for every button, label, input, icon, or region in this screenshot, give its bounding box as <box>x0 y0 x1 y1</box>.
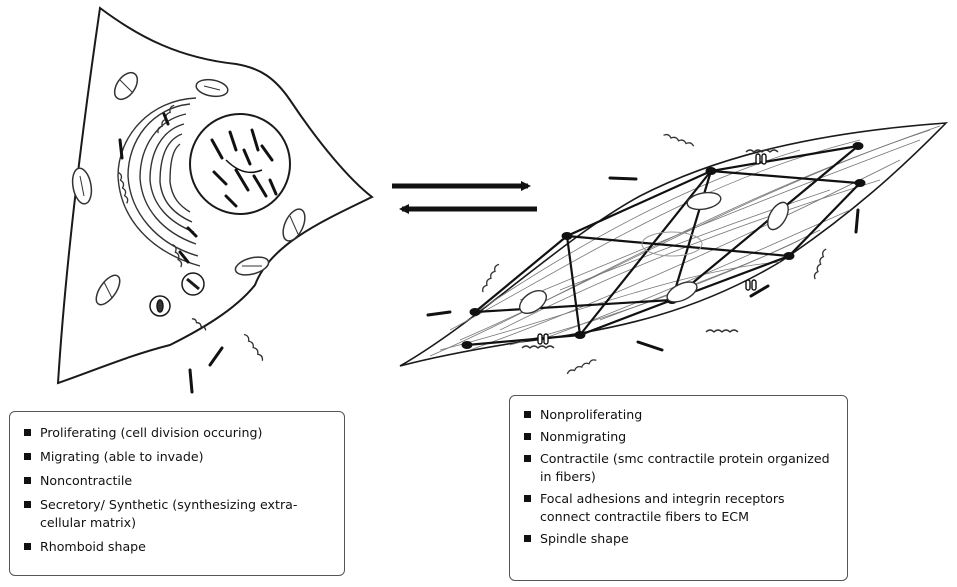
synthetic-cell <box>56 6 374 394</box>
synthetic-mitochondria <box>71 71 306 306</box>
list-item: Rhomboid shape <box>22 538 334 556</box>
list-item: Migrating (able to invade) <box>22 448 334 466</box>
contractile-cell <box>399 122 949 375</box>
endoplasmic-reticulum <box>117 97 201 267</box>
list-item: Contractile (smc contractile protein org… <box>522 450 837 486</box>
synthetic-phenotype-box: Proliferating (cell division occuring) M… <box>9 411 345 576</box>
equilibrium-arrows <box>392 181 537 214</box>
synthetic-fibers <box>118 112 224 394</box>
list-item: Noncontractile <box>22 472 334 490</box>
contractile-mitochondria <box>518 191 789 315</box>
synthetic-nucleus <box>189 113 291 215</box>
contractile-properties-list: Nonproliferating Nonmigrating Contractil… <box>522 406 837 548</box>
list-item: Spindle shape <box>522 530 837 548</box>
contractile-integrin-receptors <box>537 153 767 345</box>
list-item: Proliferating (cell division occuring) <box>22 424 334 442</box>
contractile-coils <box>482 133 827 375</box>
synthetic-properties-list: Proliferating (cell division occuring) M… <box>22 424 334 556</box>
list-item: Secretory/ Synthetic (synthesizing extra… <box>22 496 334 532</box>
list-item: Focal adhesions and integrin receptors c… <box>522 490 837 526</box>
synthetic-vesicles <box>149 272 205 317</box>
list-item: Nonmigrating <box>522 428 837 446</box>
list-item: Nonproliferating <box>522 406 837 424</box>
contractile-fibers <box>426 176 860 352</box>
contractile-phenotype-box: Nonproliferating Nonmigrating Contractil… <box>509 395 848 581</box>
